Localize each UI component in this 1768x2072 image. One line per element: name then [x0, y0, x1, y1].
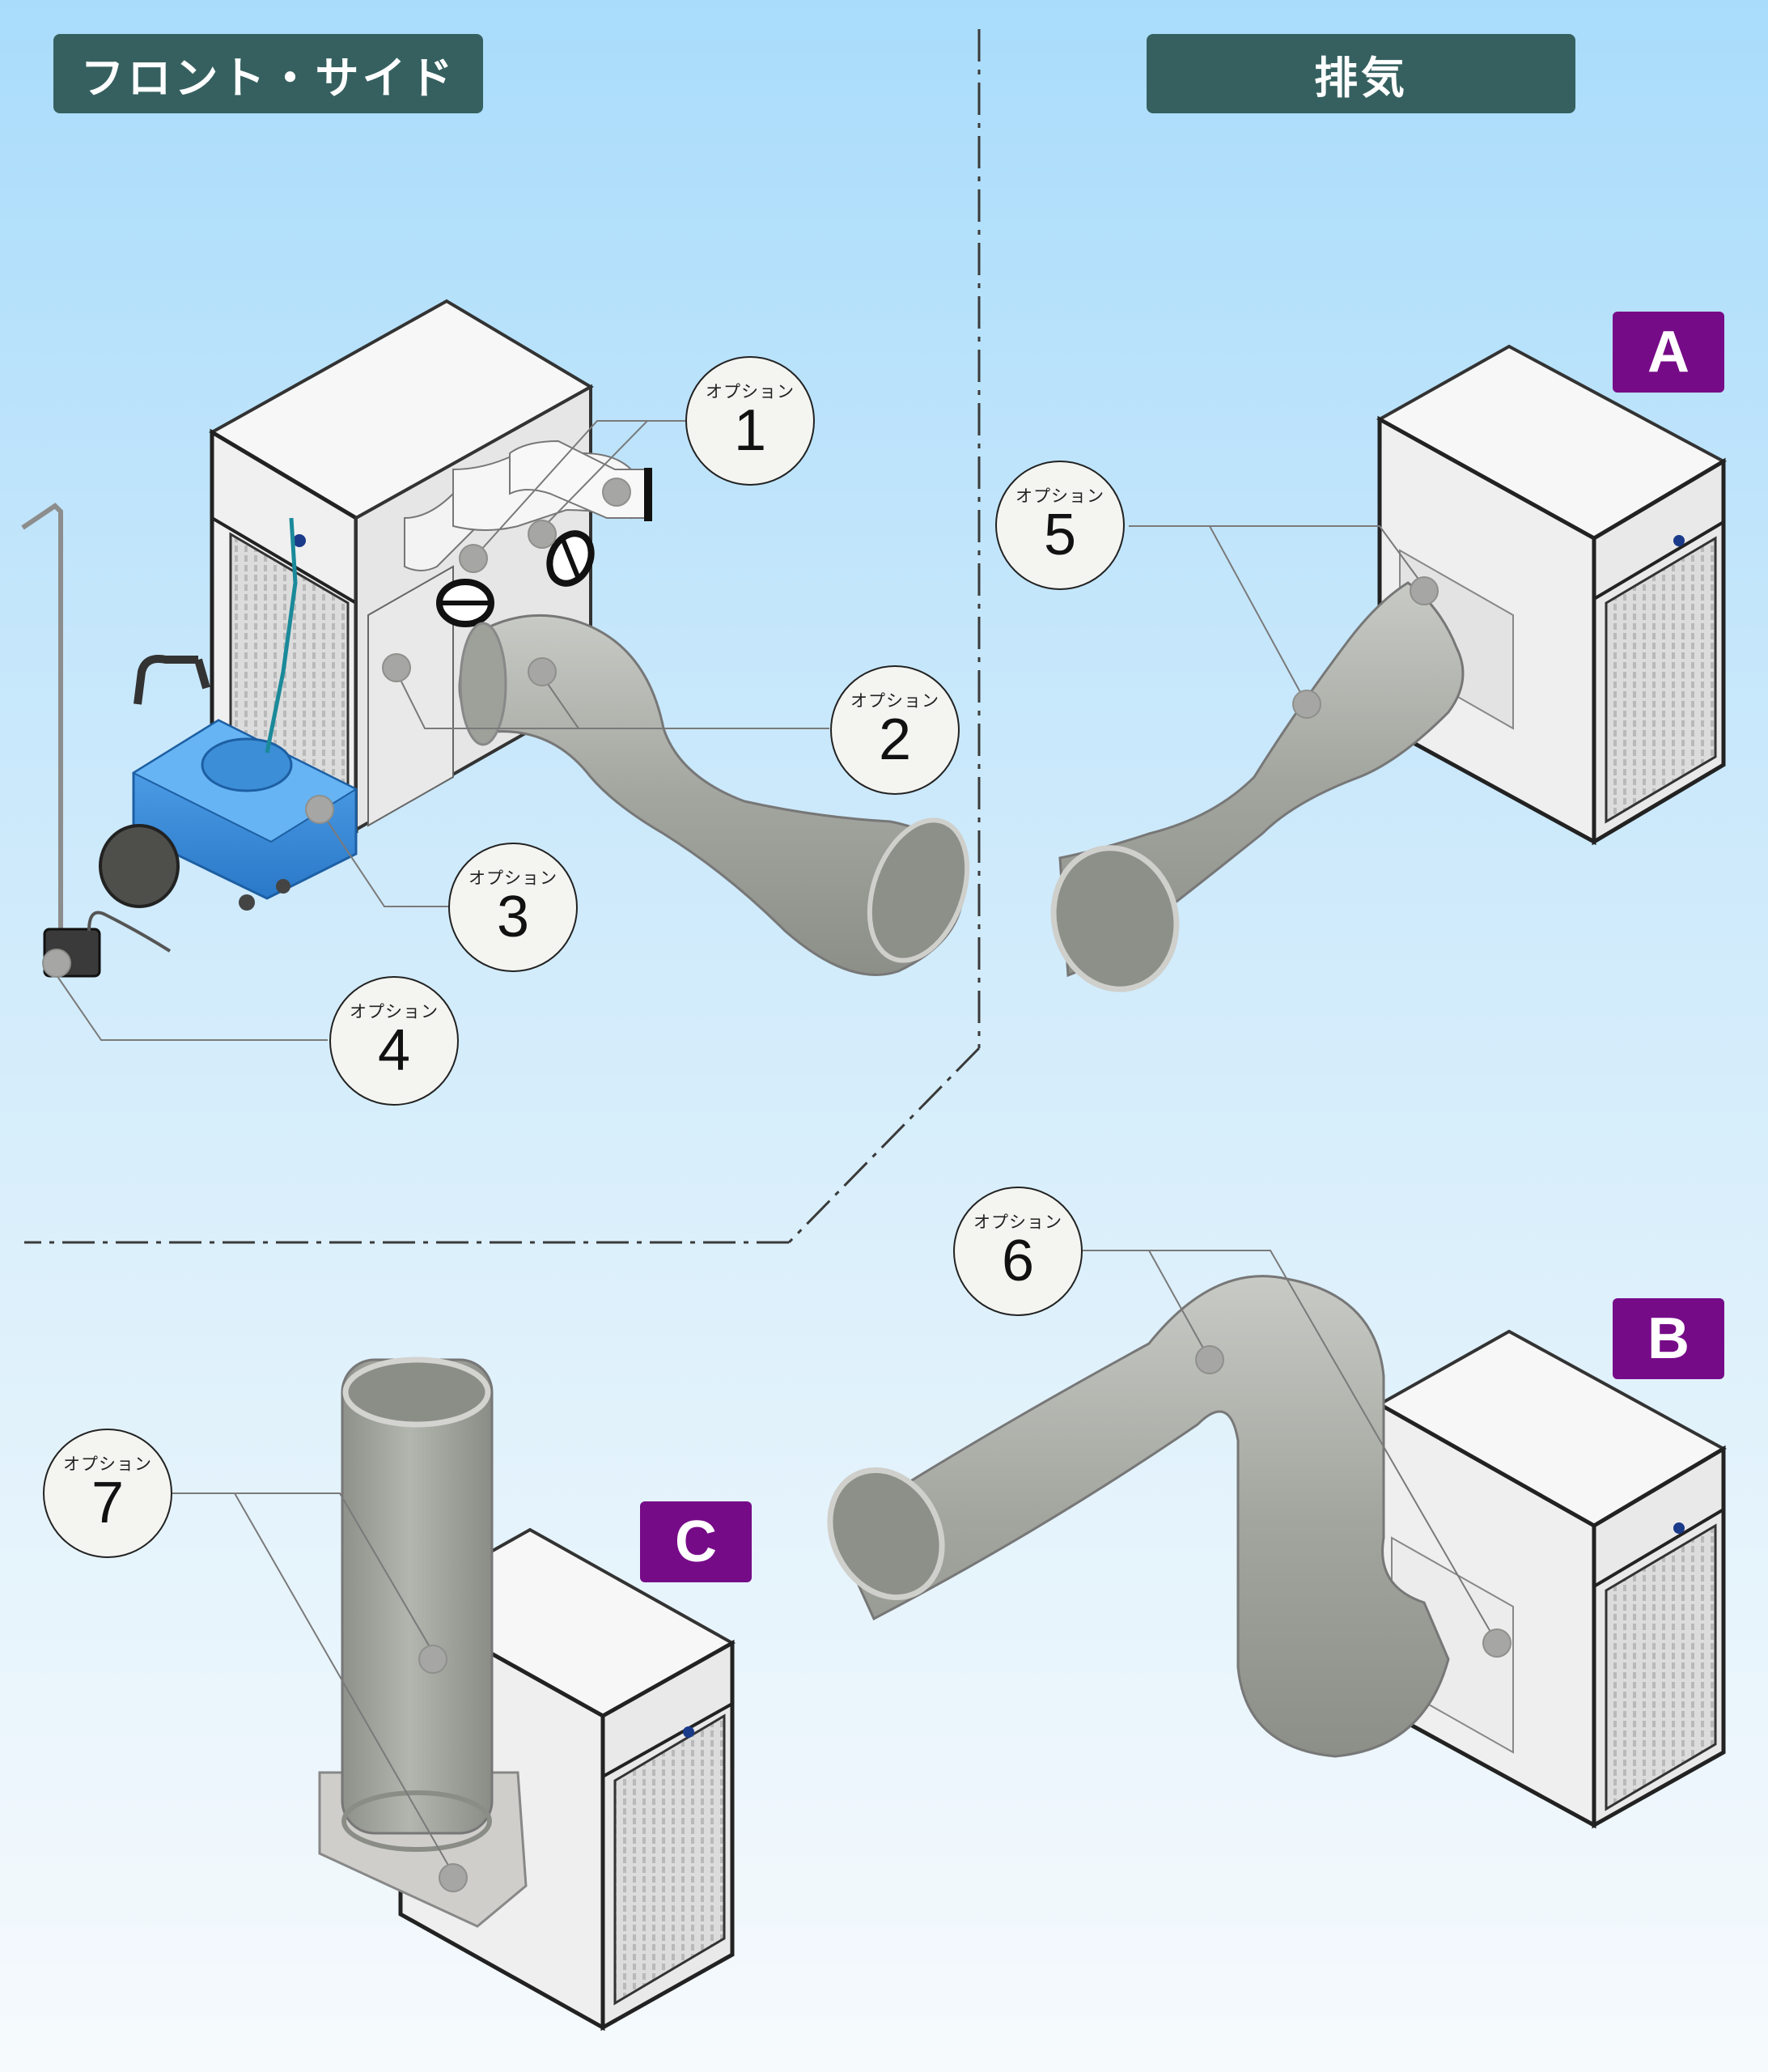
option-6-overhead-duct [827, 1275, 1450, 1758]
section-title-front-side: フロント・サイド [53, 34, 483, 113]
section-divider [24, 29, 981, 1244]
callout-number: 4 [377, 1018, 411, 1083]
callout-option-1: オプション 1 [685, 356, 815, 486]
callout-label: オプション [63, 1454, 152, 1474]
variant-badge-b: B [1613, 1298, 1724, 1379]
callout-number: 3 [496, 885, 530, 949]
option-3-water-tank-cart [99, 517, 358, 911]
callout-number: 2 [878, 707, 912, 772]
leader-lines [56, 420, 1498, 1875]
unit-b [1376, 1329, 1728, 1829]
callout-number: 5 [1043, 503, 1077, 567]
option-7-vertical-duct [318, 1357, 528, 1928]
callout-label: オプション [468, 868, 558, 888]
callout-label: オプション [1015, 486, 1104, 506]
callout-option-7: オプション 7 [43, 1429, 172, 1558]
callout-label: オプション [850, 691, 939, 711]
callout-option-6: オプション 6 [953, 1187, 1083, 1316]
callout-number: 6 [1001, 1229, 1035, 1293]
unit-a [1376, 344, 1728, 846]
callout-option-2: オプション 2 [830, 665, 960, 795]
option-5-exhaust-duct [1050, 581, 1465, 992]
callout-number: 1 [733, 398, 767, 463]
marker-dots [42, 478, 1511, 1892]
callout-number: 7 [91, 1471, 125, 1535]
option-2-s-duct [458, 614, 970, 976]
variant-badge-c: C [640, 1501, 752, 1582]
section-title-exhaust: 排気 [1147, 34, 1575, 113]
callout-label: オプション [973, 1212, 1062, 1232]
variant-badge-a: A [1613, 312, 1724, 393]
callout-option-3: オプション 3 [448, 843, 578, 972]
callout-option-5: オプション 5 [995, 461, 1125, 590]
callout-label: オプション [706, 382, 795, 401]
callout-label: オプション [350, 1002, 439, 1021]
callout-option-4: オプション 4 [329, 976, 459, 1106]
